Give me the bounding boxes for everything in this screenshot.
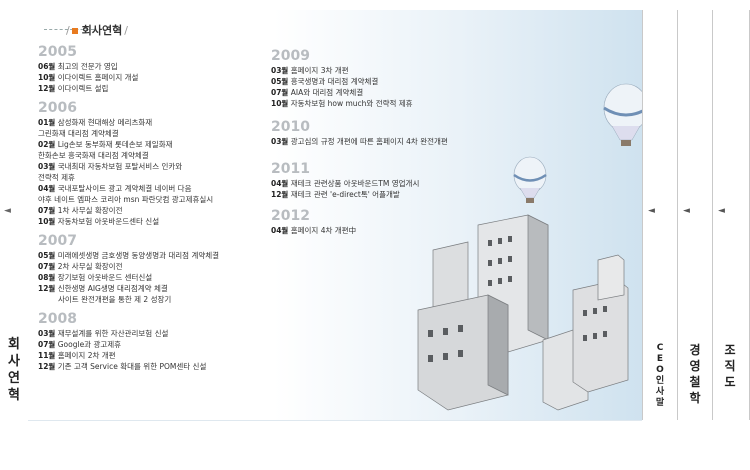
building-windows [428,236,607,362]
history-entry: 12월 재테크 관련 'e-direct톡' 어플개발 [271,190,400,199]
year-label: 2008 [38,311,77,327]
history-entry: 07월 Google과 광고제휴 [38,340,122,349]
bullet-square-icon [71,28,78,34]
year-block-2007: 2007 05월 미래에셋생명 금호생명 동양생명과 대리점 계약체결 07월 … [38,233,219,305]
history-entry: 03월 국내최대 자동차보험 포탈서비스 인카와 [38,162,183,171]
content-panel: /회사연혁/ [28,10,642,421]
history-column-left: 2005 06월 최고의 전문가 영입 10월 이다이렉트 홈페이지 개설 12… [38,44,219,372]
history-entry: 10월 이다이렉트 홈페이지 개설 [38,73,139,82]
history-entry: 11월 홈페이지 2차 개편 [38,351,116,360]
year-block-2009: 2009 03월 홈페이지 3차 개편 05월 흥국생명과 대리점 계약체결 0… [271,48,448,109]
year-label: 2010 [271,119,310,135]
history-entry: 12월 신한생명 AIG생명 대리점계약 체결 [38,284,168,293]
year-label: 2012 [271,208,310,224]
year-label: 2007 [38,233,77,249]
history-entry: 08월 장기보험 아웃바운드 센터신설 [38,273,153,282]
history-entry: 12월 이다이렉트 설립 [38,84,109,93]
history-column-right: 2009 03월 홈페이지 3차 개편 05월 흥국생명과 대리점 계약체결 0… [271,48,448,236]
arrow-left-icon: ◄ [683,206,690,216]
year-block-2008: 2008 03월 재무설계를 위한 자산관리보험 신설 07월 Google과 … [38,311,219,372]
city-illustration [417,83,642,411]
history-entry: 사이트 완전개편을 통한 제 2 성장기 [58,295,172,304]
year-block-2005: 2005 06월 최고의 전문가 영입 10월 이다이렉트 홈페이지 개설 12… [38,44,219,94]
history-entry: 한화손보 흥국화재 대리점 계약체결 [38,151,149,160]
arrow-left-icon: ◄ [648,206,655,216]
history-entry: 10월 자동차보험 아웃바운드센타 신설 [38,217,160,226]
history-entry: 03월 홈페이지 3차 개편 [271,66,349,75]
history-entry: 03월 광고심의 규정 개편에 따른 홈페이지 4차 완전개편 [271,137,448,146]
history-entry: 06월 최고의 전문가 영입 [38,62,118,71]
history-entry: 02월 Lig손보 동부화재 롯데손보 제일화재 [38,140,173,149]
heading-divider [44,29,94,30]
arrow-left-icon: ◄ [4,206,11,216]
history-entry: 05월 흥국생명과 대리점 계약체결 [271,77,379,86]
history-entry: 04월 홈페이지 4차 개편中 [271,226,357,235]
year-label: 2005 [38,44,77,60]
year-label: 2009 [271,48,310,64]
year-label: 2006 [38,100,77,116]
history-entry: 그린화재 대리점 계약체결 [38,129,119,138]
year-block-2010: 2010 03월 광고심의 규정 개편에 따른 홈페이지 4차 완전개편 [271,119,448,147]
history-entry: 04월 재테크 관련상품 아웃바운드TM 영업개시 [271,179,420,188]
year-label: 2011 [271,161,310,177]
history-entry: 01월 삼성화재 현대해상 메리츠화재 [38,118,153,127]
year-block-2011: 2011 04월 재테크 관련상품 아웃바운드TM 영업개시 12월 재테크 관… [271,161,448,200]
history-entry: 12월 기존 고객 Service 확대를 위한 POM센타 신설 [38,362,207,371]
year-block-2006: 2006 01월 삼성화재 현대해상 메리츠화재 그린화재 대리점 계약체결 0… [38,100,219,227]
hot-air-balloon-icon [603,83,642,146]
history-entry: 04월 국내포탈사이트 광고 계약체결 네이버 다음 [38,184,192,193]
history-entry: 03월 재무설계를 위한 자산관리보험 신설 [38,329,169,338]
hot-air-balloon-icon-small [513,156,547,203]
history-entry: 07월 AIA와 대리점 계약체결 [271,88,364,97]
arrow-left-icon: ◄ [718,206,725,216]
history-entry: 전략적 제휴 [38,173,75,182]
year-block-2012: 2012 04월 홈페이지 4차 개편中 [271,208,448,236]
history-entry: 10월 자동차보험 how much와 전략적 제휴 [271,99,413,108]
history-entry: 07월 2차 사무실 확장이전 [38,262,123,271]
history-entry: 야후 네이트 엠파스 코리아 msn 파란닷컴 광고제휴실시 [38,195,214,204]
page-title: /회사연혁/ [66,24,128,37]
history-entry: 07월 1차 사무실 확장이전 [38,206,123,215]
history-entry: 05월 미래에셋생명 금호생명 동양생명과 대리점 계약체결 [38,251,220,260]
